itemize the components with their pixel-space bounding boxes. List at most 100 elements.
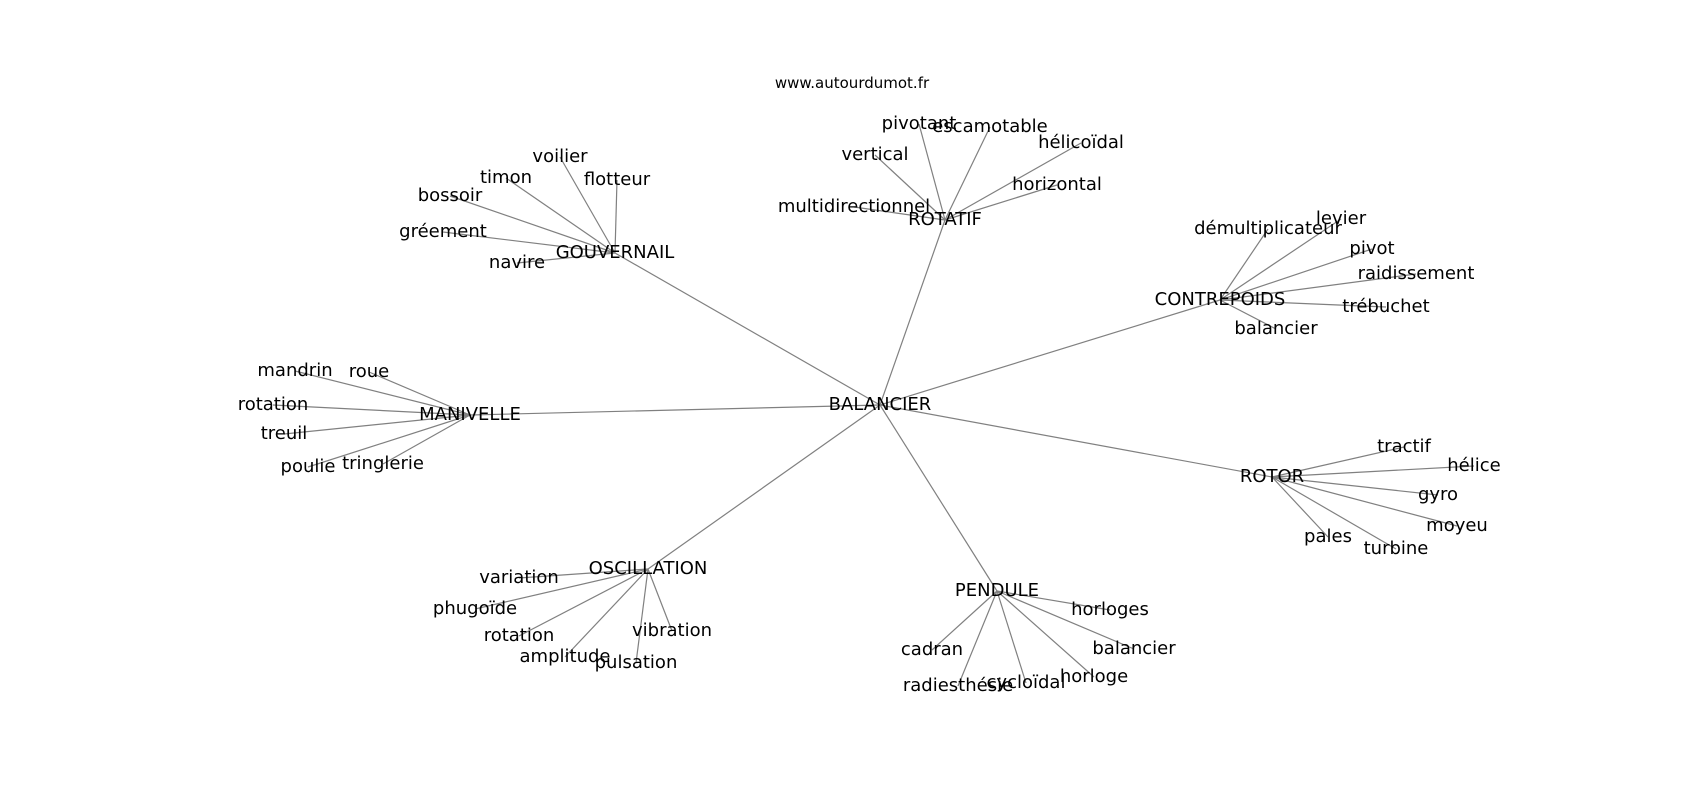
leaf-word-node[interactable]: treuil	[261, 423, 308, 444]
edge-hub-to-word	[505, 177, 616, 254]
edge-hub-to-word	[931, 590, 998, 651]
leaf-word-node[interactable]: voilier	[532, 146, 588, 167]
leaf-word-node[interactable]: poulie	[281, 456, 336, 477]
leaf-word-node[interactable]: vertical	[841, 144, 908, 165]
leaf-word-node[interactable]: cycloïdal	[987, 672, 1066, 693]
leaf-word-node[interactable]: horloges	[1071, 599, 1149, 620]
edge-hub-to-word	[442, 231, 616, 254]
leaf-word-node[interactable]: pulsation	[595, 652, 678, 673]
edge-hub-to-word	[1219, 248, 1373, 301]
hub-word-node[interactable]: ROTOR	[1240, 466, 1304, 487]
leaf-word-node[interactable]: flotteur	[584, 169, 651, 190]
leaf-word-node[interactable]: pivot	[1349, 238, 1394, 259]
leaf-word-node[interactable]: escamotable	[932, 116, 1048, 137]
edge-center-to-hub	[879, 299, 1221, 406]
edge-hub-to-word	[564, 568, 649, 658]
leaf-word-node[interactable]: balancier	[1092, 638, 1176, 659]
leaf-word-node[interactable]: levier	[1316, 208, 1367, 229]
edge-hub-to-word	[944, 184, 1058, 221]
leaf-word-node[interactable]: tractif	[1377, 436, 1431, 457]
edge-hub-to-word	[272, 404, 471, 416]
leaf-word-node[interactable]: navire	[489, 252, 545, 273]
edge-center-to-hub	[647, 404, 881, 570]
edge-hub-to-word	[449, 195, 616, 254]
leaf-word-node[interactable]: pivotant	[882, 113, 957, 134]
hub-word-node[interactable]: OSCILLATION	[589, 558, 708, 579]
edge-center-to-hub	[614, 252, 881, 406]
leaf-word-node[interactable]: tringlerie	[342, 453, 424, 474]
hub-word-node[interactable]: MANIVELLE	[419, 404, 521, 425]
edge-hub-to-word	[1219, 299, 1277, 330]
leaf-word-node[interactable]: cadran	[901, 639, 963, 660]
edge-center-to-hub	[879, 404, 998, 592]
edge-hub-to-word	[518, 568, 649, 637]
site-watermark: www.autourdumot.fr	[775, 74, 930, 92]
edge-hub-to-word	[1271, 476, 1458, 527]
edge-hub-to-word	[957, 590, 998, 687]
leaf-word-node[interactable]: phugoïde	[433, 598, 517, 619]
edge-hub-to-word	[1271, 446, 1405, 478]
leaf-word-node[interactable]: vibration	[632, 620, 712, 641]
leaf-word-node[interactable]: turbine	[1364, 538, 1429, 559]
leaf-word-node[interactable]: amplitude	[520, 646, 611, 667]
edge-hub-to-word	[1271, 476, 1329, 538]
leaf-word-node[interactable]: balancier	[1234, 318, 1318, 339]
edge-hub-to-word	[474, 568, 649, 610]
leaf-word-node[interactable]: horizontal	[1012, 174, 1102, 195]
edge-hub-to-word	[1219, 228, 1269, 301]
edge-hub-to-word	[853, 206, 946, 221]
center-word-node[interactable]: BALANCIER	[829, 394, 932, 415]
leaf-word-node[interactable]: raidissement	[1358, 263, 1475, 284]
edge-hub-to-word	[382, 414, 471, 465]
edge-hub-to-word	[635, 568, 649, 664]
edge-hub-to-word	[996, 590, 1027, 684]
edge-hub-to-word	[294, 370, 471, 416]
leaf-word-node[interactable]: trébuchet	[1342, 296, 1429, 317]
edge-hub-to-word	[307, 414, 471, 468]
leaf-word-node[interactable]: démultiplicateur	[1194, 218, 1342, 239]
leaf-word-node[interactable]: rotation	[484, 625, 555, 646]
edge-hub-to-word	[1219, 273, 1417, 301]
edge-hub-to-word	[516, 252, 616, 264]
leaf-word-node[interactable]: multidirectionnel	[778, 196, 930, 217]
leaf-word-node[interactable]: pales	[1304, 526, 1352, 547]
edges-layer	[272, 123, 1475, 687]
edge-center-to-hub	[879, 404, 1273, 478]
edge-hub-to-word	[944, 126, 991, 221]
leaf-word-node[interactable]: rotation	[238, 394, 309, 415]
edge-hub-to-word	[1271, 476, 1439, 496]
edge-hub-to-word	[996, 590, 1095, 678]
edge-hub-to-word	[559, 156, 616, 254]
leaf-word-node[interactable]: radiesthésie	[903, 675, 1013, 696]
hub-word-node[interactable]: PENDULE	[955, 580, 1039, 601]
hub-word-node[interactable]: CONTREPOIDS	[1155, 289, 1286, 310]
edge-center-to-hub	[469, 404, 881, 416]
edge-hub-to-word	[874, 154, 946, 221]
edge-hub-to-word	[996, 590, 1111, 611]
edge-hub-to-word	[1219, 218, 1342, 301]
edge-hub-to-word	[283, 414, 471, 435]
edge-hub-to-word	[1271, 476, 1397, 550]
edge-hub-to-word	[944, 142, 1082, 221]
leaf-word-node[interactable]: mandrin	[257, 360, 332, 381]
edge-hub-to-word	[1271, 465, 1475, 478]
edge-hub-to-word	[614, 179, 618, 254]
leaf-word-node[interactable]: timon	[480, 167, 532, 188]
leaf-word-node[interactable]: hélicoïdal	[1038, 132, 1124, 153]
leaf-word-node[interactable]: horloge	[1060, 666, 1128, 687]
leaf-word-node[interactable]: gréement	[399, 221, 487, 242]
leaf-word-node[interactable]: gyro	[1418, 484, 1458, 505]
leaf-word-node[interactable]: moyeu	[1426, 515, 1488, 536]
edge-center-to-hub	[879, 219, 946, 406]
edge-hub-to-word	[918, 123, 946, 221]
leaf-word-node[interactable]: hélice	[1447, 455, 1500, 476]
leaf-word-node[interactable]: variation	[479, 567, 559, 588]
edge-hub-to-word	[1219, 299, 1387, 308]
edge-hub-to-word	[368, 371, 471, 416]
hub-word-node[interactable]: ROTATIF	[908, 209, 982, 230]
hub-word-node[interactable]: GOUVERNAIL	[556, 242, 675, 263]
leaf-word-node[interactable]: roue	[349, 361, 390, 382]
leaf-word-node[interactable]: bossoir	[418, 185, 483, 206]
